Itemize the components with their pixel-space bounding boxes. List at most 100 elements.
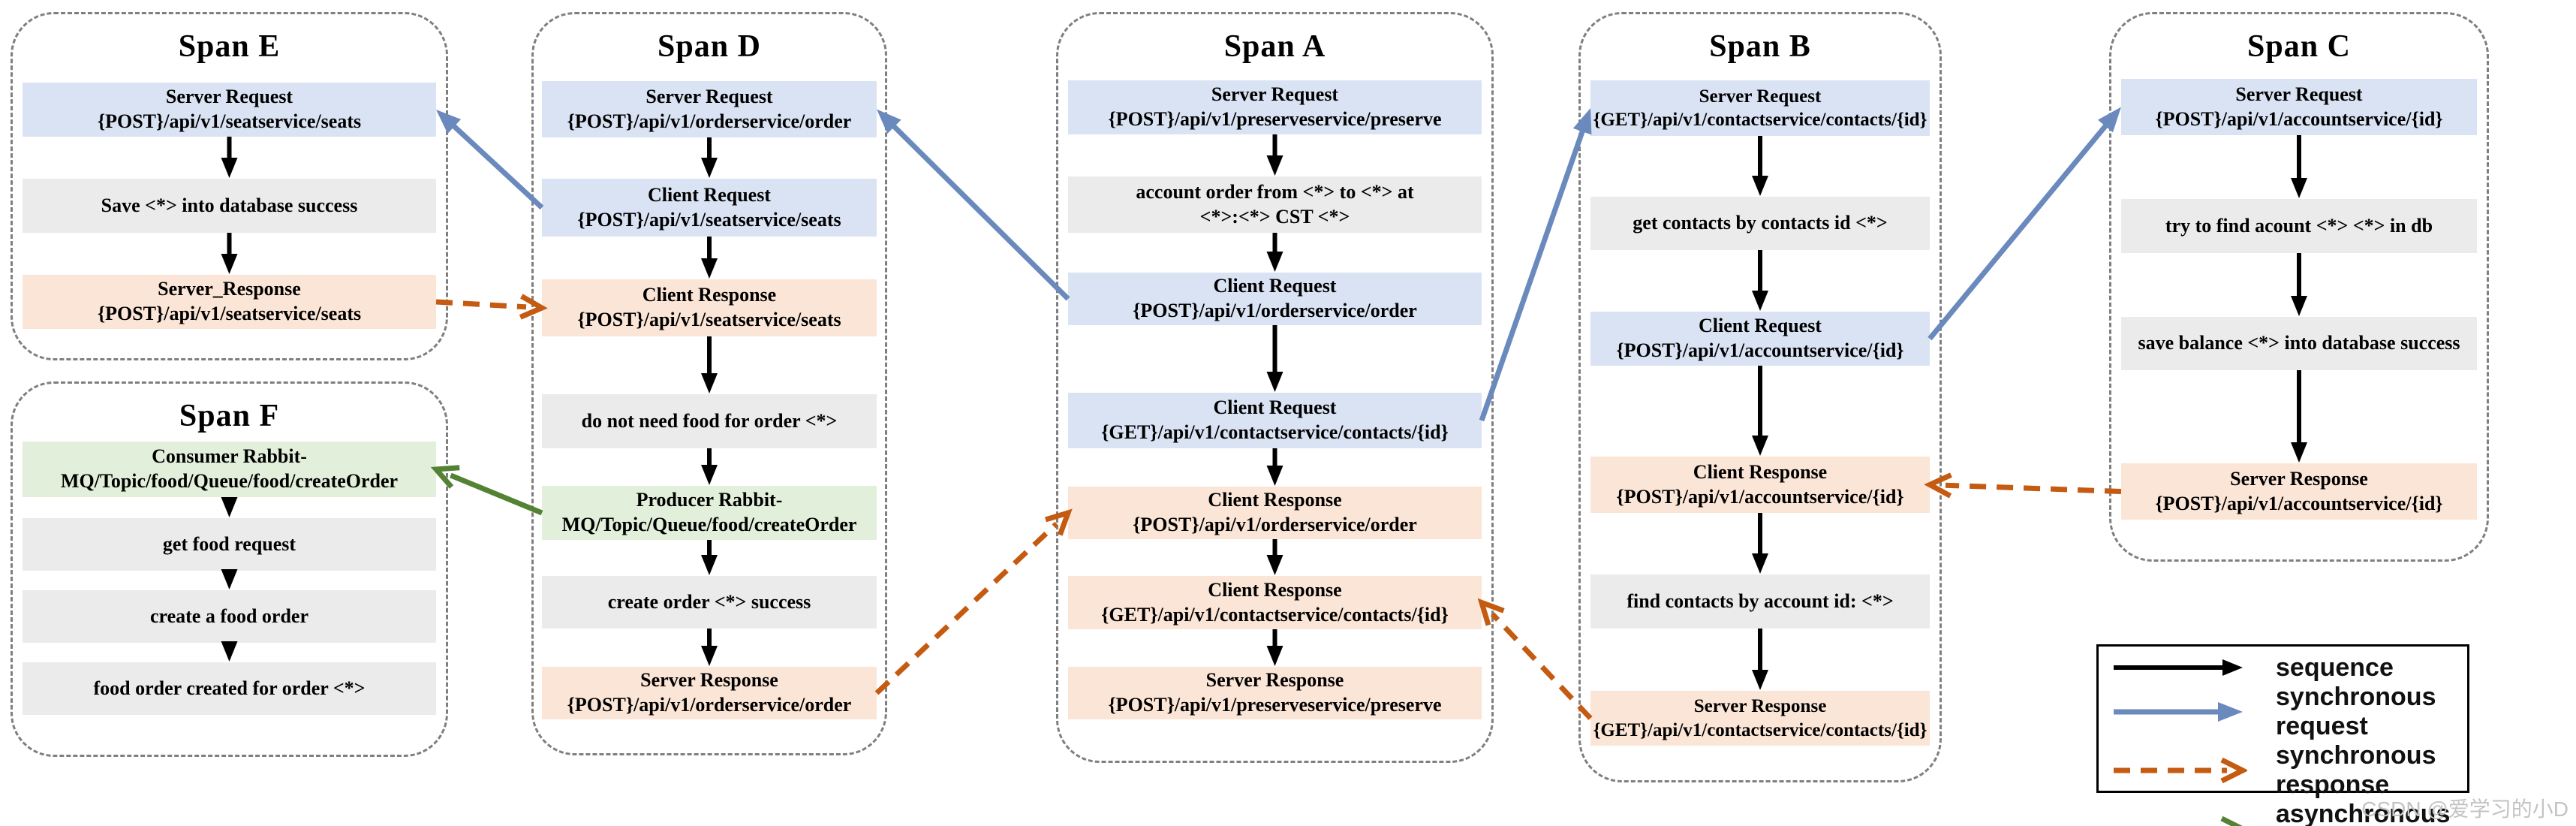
- legend-row-async-request: asynchronous request: [2109, 800, 2467, 826]
- box-text-line: MQ/Topic/Queue/food/createOrder: [561, 514, 857, 535]
- span-f-frame: [11, 381, 448, 757]
- span-c-box-c4-response: Server Response{POST}/api/v1/accountserv…: [2121, 463, 2477, 520]
- box-text-line: Consumer Rabbit-: [152, 445, 307, 468]
- box-text-line: Server Response: [640, 669, 778, 692]
- span-c-box-c2-log: try to find acount <*> <*> in db: [2121, 199, 2477, 253]
- box-text-line: MQ/Topic/food/Queue/food/createOrder: [60, 470, 399, 492]
- sync-response-arrow-e3-to-d3: [435, 294, 548, 320]
- box-text-line: get food request: [162, 532, 296, 555]
- watermark: CSDN @爱学习的小D: [2361, 797, 2568, 821]
- span-b-box-b2-log: get contacts by contacts id <*>: [1590, 197, 1930, 250]
- box-text-line: Server Request: [165, 86, 293, 108]
- span-d-box-d7-response: Server Response{POST}/api/v1/orderservic…: [542, 667, 877, 719]
- box-text-line: Client Response: [1208, 489, 1342, 511]
- box-text-line: {POST}/api/v1/seatservice/seats: [577, 208, 841, 231]
- span-a-box-a4-request: Client Request{GET}/api/v1/contactservic…: [1068, 393, 1482, 448]
- span-d-box-d1-request: Server Request {POST}/api/v1/orderservice…: [542, 81, 877, 137]
- sync-request-arrow-a4-to-b1: [1479, 108, 1592, 422]
- span-d-box-d3-response: Client Response {POST}/api/v1/seatservice…: [542, 279, 877, 336]
- span-a-box-a2-log: account order from <*> to <*> at<*>:<*> …: [1068, 176, 1482, 233]
- span-b-box-b5-log: find contacts by account id: <*>: [1590, 574, 1930, 629]
- legend-sync-response-label: synchronous response: [2276, 741, 2436, 799]
- box-text-line: {POST}/api/v1/accountservice/{id}: [1616, 485, 1904, 508]
- box-text-line: Server Response: [2230, 467, 2368, 490]
- box-text-line: {GET}/api/v1/contactservice/contacts/{id…: [1101, 603, 1449, 626]
- sync-response-arrow-b6-to-a6: [1477, 598, 1593, 720]
- sync-request-arrow-a3-to-d1: [877, 109, 1070, 301]
- box-text-line: food order created for order <*>: [93, 677, 366, 699]
- span-b-title: Span B: [1709, 29, 1811, 64]
- span-c-title: Span C: [2247, 29, 2351, 64]
- span-d-title: Span D: [658, 29, 761, 64]
- box-text-line: <*>:<*> CST <*>: [1199, 205, 1350, 228]
- box-text-line: {POST}/api/v1/preserveservice/preserve: [1108, 694, 1442, 716]
- span-d-box-d6-log: create order <*> success: [542, 576, 877, 629]
- box-text-line: Server Request: [646, 85, 773, 107]
- box-text-line: {POST}/api/v1/orderservice/order: [567, 110, 852, 132]
- box-text-line: {POST}/api/v1/seatservice/seats: [97, 303, 362, 324]
- box-text-line: get contacts by contacts id <*>: [1633, 212, 1888, 234]
- legend-sync-request-label: synchronous request: [2276, 683, 2436, 740]
- box-text-line: Client Request: [1213, 396, 1337, 419]
- span-a-box-a3-request: Client Request {POST}/api/v1/orderservice…: [1068, 273, 1482, 325]
- async-request-arrow-d5-to-f1: [430, 465, 543, 516]
- span-b-box-b1-request: Server Request{GET}/api/v1/contactservic…: [1590, 80, 1930, 136]
- box-text-line: Server Request: [1211, 83, 1339, 106]
- box-text-line: save balance <*> into database success: [2138, 332, 2460, 354]
- span-e-box-e3-response: Server_Response {POST}/api/v1/seatservice…: [23, 275, 436, 329]
- legend-sequence-label: sequence: [2276, 653, 2394, 682]
- span-a-box-a7-response: Server Response{POST}/api/v1/preserveser…: [1068, 667, 1482, 719]
- box-text-line: Server_Response: [158, 278, 301, 300]
- box-text-line: Client Response: [642, 284, 777, 306]
- span-d-box-d5-mq: Producer Rabbit- MQ/Topic/Queue/food/crea…: [542, 486, 877, 540]
- box-text-line: {GET}/api/v1/contactservice/contacts/{id…: [1593, 719, 1927, 740]
- box-text-line: Client Request: [1699, 315, 1822, 337]
- span-b-box-b3-request: Client Request{POST}/api/v1/accountservi…: [1590, 312, 1930, 366]
- box-text-line: Client Request: [1213, 275, 1337, 297]
- legend-sequence-arrow-icon: [2114, 659, 2243, 676]
- span-f-box-f3-log: create a food order: [23, 590, 436, 643]
- span-d-box-d2-request: Client Request{POST}/api/v1/seatservice/…: [542, 179, 877, 237]
- box-text-line: Client Request: [648, 183, 771, 206]
- box-text-line: {POST}/api/v1/preserveservice/preserve: [1108, 108, 1442, 130]
- sync-request-arrow-d2-to-e1: [436, 110, 544, 210]
- legend-sequence-arrow: [2114, 659, 2243, 676]
- span-d-box-d4-log: do not need food for order <*>: [542, 394, 877, 448]
- span-e-frame: [11, 12, 448, 360]
- box-text-line: {POST}/api/v1/orderservice/order: [567, 694, 852, 716]
- legend-sync-request-arrow-icon: [2114, 702, 2243, 722]
- span-c-box-c3-log: save balance <*> into database success: [2121, 317, 2477, 370]
- span-b-box-b4-response: Client Response{POST}/api/v1/accountserv…: [1590, 457, 1930, 513]
- box-text-line: find contacts by account id: <*>: [1627, 589, 1894, 612]
- sync-response-arrow-c4-to-b4: [1924, 472, 2122, 499]
- span-a-box-a5-response: Client Response {POST}/api/v1/orderservic…: [1068, 487, 1482, 539]
- span-a-box-a6-response: Client Response{GET}/api/v1/contactservi…: [1068, 576, 1482, 629]
- span-a-box-a1-request: Server Request{POST}/api/v1/preserveserv…: [1068, 80, 1482, 134]
- span-e-box-e1-request: Server Request{POST}/api/v1/seatservice/…: [23, 83, 436, 137]
- box-text-line: {POST}/api/v1/orderservice/order: [1133, 300, 1417, 321]
- box-text-line: {POST}/api/v1/orderservice/order: [1133, 514, 1417, 535]
- box-text-line: {POST}/api/v1/seatservice/seats: [97, 110, 362, 132]
- box-text-line: {POST}/api/v1/seatservice/seats: [577, 309, 841, 330]
- span-f-box-f2-log: get food request: [23, 518, 436, 571]
- sync-request-arrow-b3-to-c1: [1927, 107, 2121, 341]
- box-text-line: Producer Rabbit-: [636, 489, 783, 511]
- box-text-line: {POST}/api/v1/accountservice/{id}: [2155, 492, 2443, 514]
- box-text-line: try to find acount <*> <*> in db: [2165, 214, 2433, 237]
- span-f-title: Span F: [179, 399, 280, 433]
- box-text-line: Client Response: [1208, 578, 1342, 601]
- legend-async-request-arrow: [2220, 815, 2243, 826]
- span-b-box-b6-response: Server Response{GET}/api/v1/contactservi…: [1590, 691, 1930, 746]
- legend-sync-response-arrow-icon: [2114, 757, 2247, 784]
- legend-row-sync-response: synchronous response: [2109, 741, 2467, 800]
- span-e-title: Span E: [178, 29, 281, 64]
- legend-async-request-label: asynchronous request: [2276, 800, 2451, 826]
- legend-sync-request-arrow: [2114, 702, 2243, 722]
- box-text-line: {GET}/api/v1/contactservice/contacts/{id…: [1101, 421, 1449, 443]
- box-text-line: create order <*> success: [607, 590, 811, 613]
- box-text-line: {GET}/api/v1/contactservice/contacts/{id…: [1593, 110, 1927, 130]
- span-e-box-e2-log: Save <*> into database success: [23, 179, 436, 233]
- span-f-box-f1-mq: Consumer Rabbit-MQ/Topic/food/Queue/food…: [23, 442, 436, 497]
